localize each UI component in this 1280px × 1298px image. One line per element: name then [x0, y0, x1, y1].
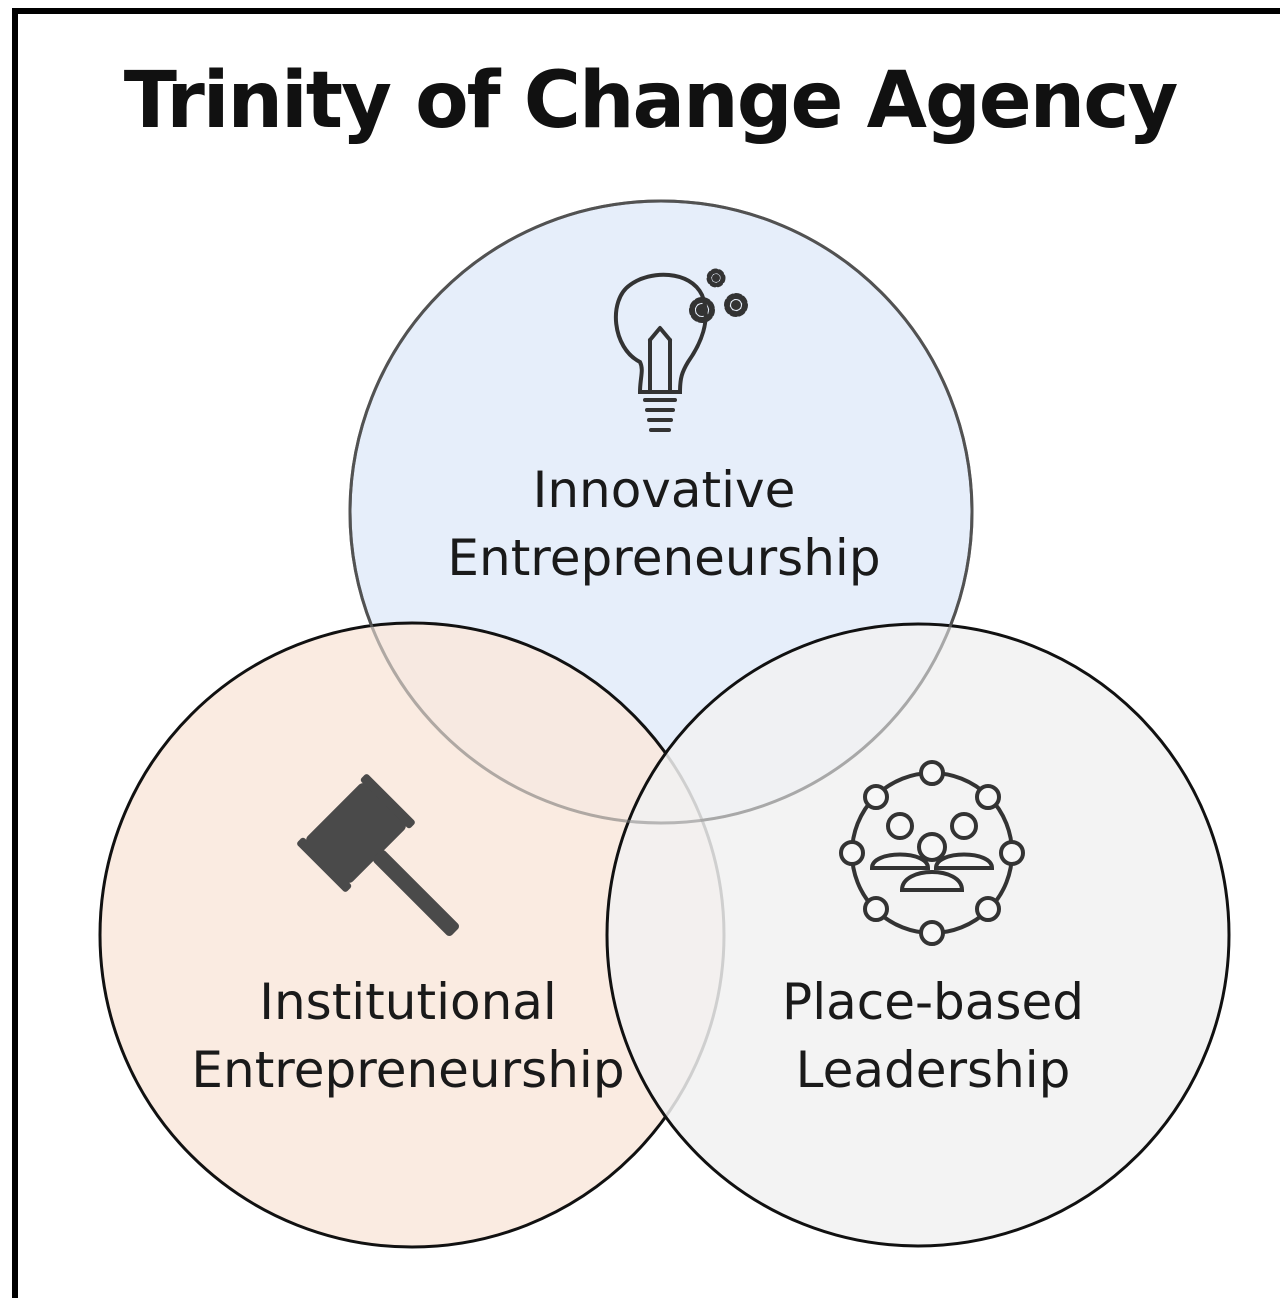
diagram-title: Trinity of Change Agency — [123, 56, 1179, 146]
place-label-line-1: Place-based — [782, 973, 1084, 1031]
lightbulb-gears-icon — [613, 268, 748, 432]
innovative-label-line-1: Innovative — [533, 461, 796, 519]
network-people-icon — [839, 760, 1025, 946]
gavel-icon — [297, 774, 459, 936]
circle-innovative-overlay-outline — [348, 199, 974, 825]
circle-place — [605, 622, 1231, 1248]
institutional-label-line-2: Entrepreneurship — [191, 1041, 624, 1099]
place-label-line-2: Leadership — [796, 1041, 1071, 1099]
institutional-label-line-1: Institutional — [259, 973, 557, 1031]
innovative-label-line-2: Entrepreneurship — [447, 529, 880, 587]
